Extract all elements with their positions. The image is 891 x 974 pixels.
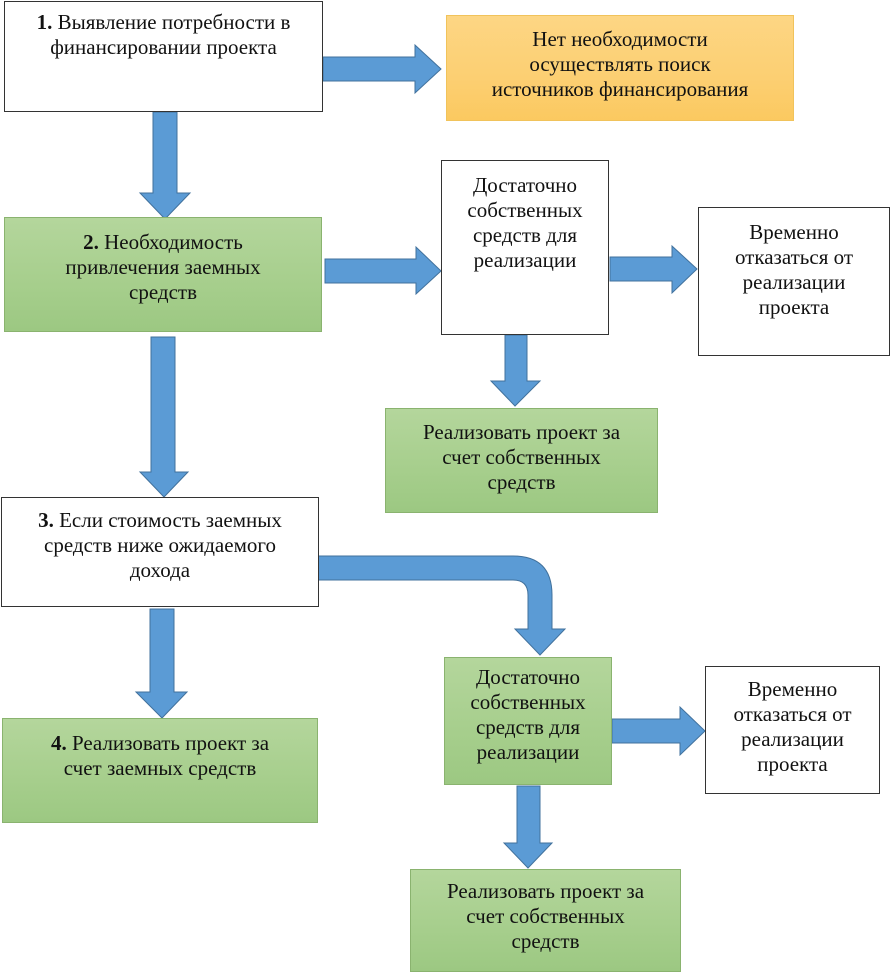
node-text: Выявление потребности в: [57, 10, 291, 34]
node-text: Достаточно: [475, 665, 581, 689]
node-text: Необходимость: [104, 230, 243, 254]
arrow-step2-to-enough-own-1: [324, 245, 442, 296]
arrow-enough-own-2-to-own-funds-2: [502, 785, 554, 869]
node-step3: 3. Если стоимость заемных средств ниже о…: [1, 497, 319, 607]
node-text: Достаточно: [472, 173, 578, 197]
node-text: дохода: [129, 558, 191, 582]
node-text: счет собственных: [442, 445, 601, 469]
node-text: Временно: [747, 677, 838, 701]
step-number: 2.: [83, 230, 99, 254]
arrow-step1-to-step2: [138, 111, 192, 220]
node-text: реализации: [741, 727, 844, 751]
node-text: собственных: [467, 198, 583, 222]
arrow-enough-own-1-to-own-funds-1: [489, 334, 542, 407]
node-text: счет собственных: [466, 904, 625, 928]
arrow-step1-to-no-need: [322, 43, 442, 95]
node-step2: 2. Необходимость привлечения заемных сре…: [4, 217, 322, 332]
node-step4: 4. Реализовать проект за счет заемных ср…: [2, 718, 318, 823]
node-own-funds-1: Реализовать проект за счет собственных с…: [385, 408, 658, 513]
node-text: средств для: [475, 715, 581, 739]
node-text: Если стоимость заемных: [59, 508, 282, 532]
node-refuse-1: Временно отказаться от реализации проект…: [698, 207, 890, 356]
node-text: реализации: [473, 248, 577, 272]
node-text: средств для: [472, 223, 578, 247]
node-text: Реализовать проект за: [422, 420, 621, 444]
node-text: собственных: [470, 690, 586, 714]
node-text: отказаться от: [734, 245, 854, 269]
node-no-need: Нет необходимости осуществлять поиск ист…: [446, 15, 794, 121]
arrow-enough-own-1-to-refuse-1: [609, 244, 698, 295]
node-text: счет заемных средств: [63, 756, 257, 780]
arrow-enough-own-2-to-refuse-2: [611, 705, 706, 757]
node-text: осуществлять поиск: [529, 52, 711, 76]
node-enough-own-1: Достаточно собственных средств для реали…: [441, 160, 609, 335]
step-number: 3.: [38, 508, 54, 532]
step-number: 4.: [50, 731, 67, 755]
node-text: средств: [487, 470, 556, 494]
arrow-step3-to-enough-own-2: [316, 555, 567, 656]
node-text: Нет необходимости: [532, 27, 708, 51]
node-text: реализации: [476, 740, 580, 764]
node-text: реализации: [742, 270, 846, 294]
arrow-step3-to-step4: [134, 608, 189, 719]
arrow-step2-to-step3: [138, 336, 190, 498]
node-text: средств ниже ожидаемого: [44, 533, 276, 557]
node-text: проекта: [758, 295, 830, 319]
node-text: отказаться от: [733, 702, 852, 726]
node-enough-own-2: Достаточно собственных средств для реали…: [444, 657, 612, 785]
node-step1: 1. Выявление потребности в финансировани…: [4, 1, 323, 112]
node-own-funds-2: Реализовать проект за счет собственных с…: [410, 869, 681, 972]
node-text: средств: [511, 929, 580, 953]
node-text: средств: [129, 280, 197, 304]
node-text: Реализовать проект за: [446, 879, 645, 903]
node-text: финансировании проекта: [50, 35, 277, 59]
node-text: проекта: [757, 752, 828, 776]
node-text: привлечения заемных: [65, 255, 261, 279]
node-text: Реализовать проект за: [71, 731, 270, 755]
node-text: Временно: [749, 220, 839, 244]
step-number: 1.: [36, 10, 53, 34]
node-refuse-2: Временно отказаться от реализации проект…: [705, 666, 880, 794]
node-text: источников финансирования: [491, 77, 749, 101]
